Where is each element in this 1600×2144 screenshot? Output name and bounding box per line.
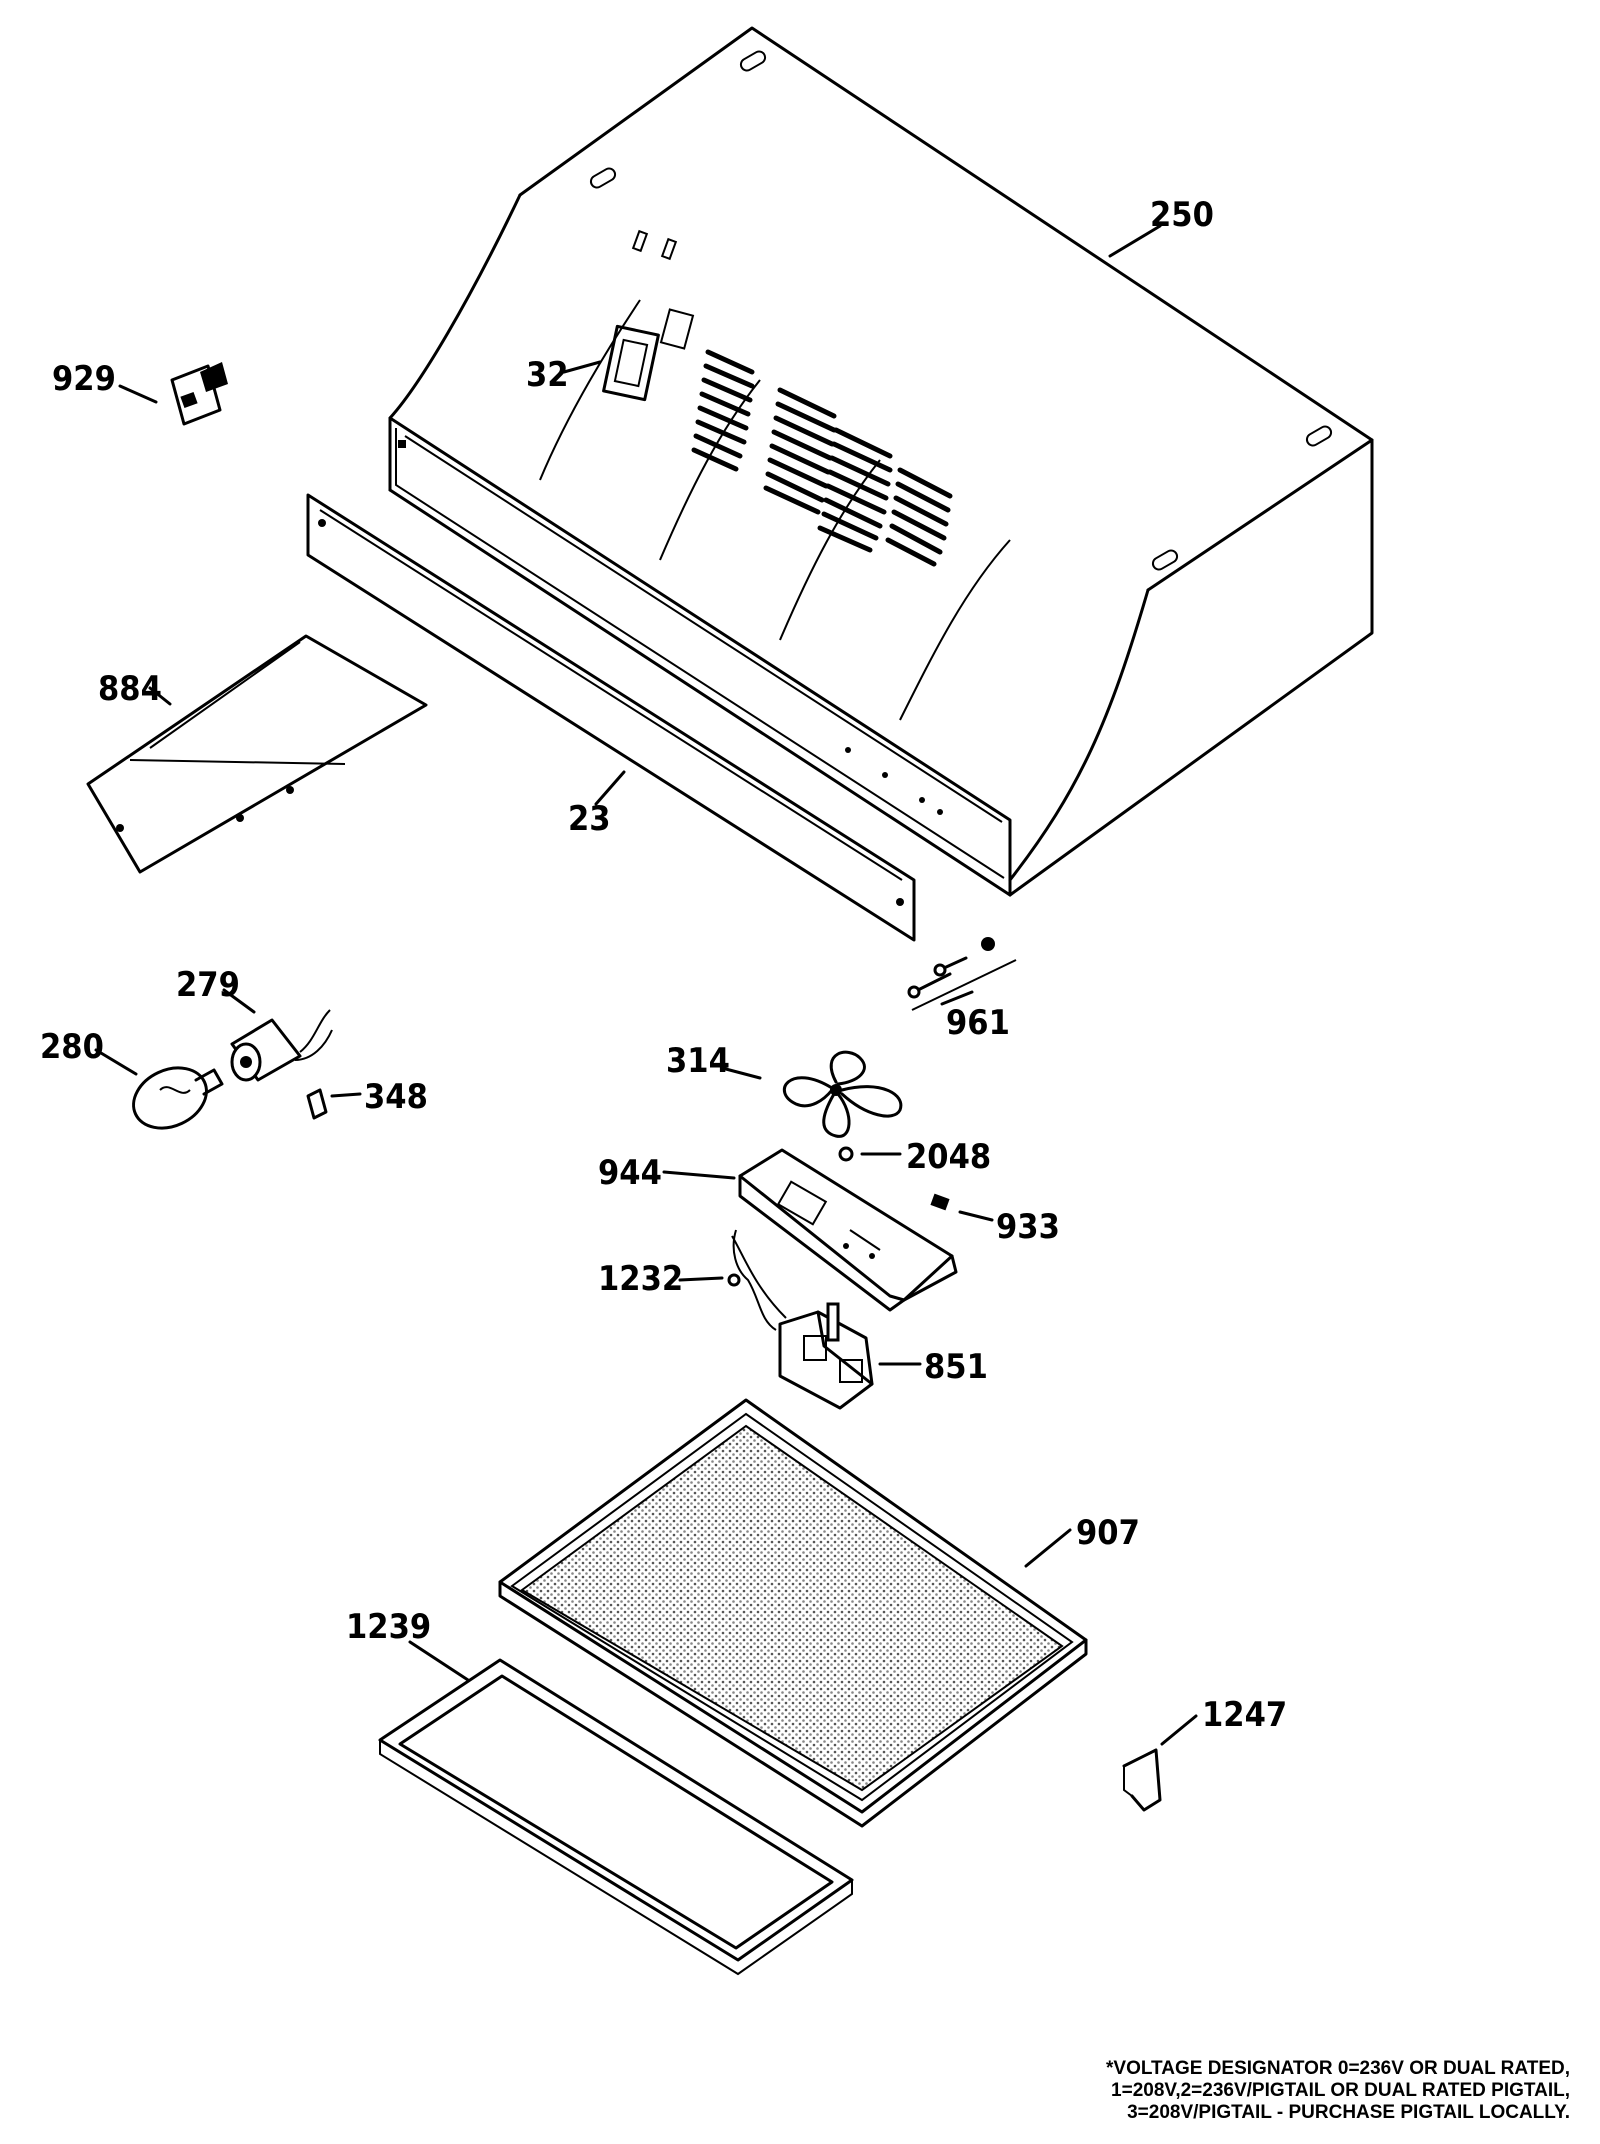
label-250: 250 (1150, 195, 1214, 235)
range-hood-housing (388, 26, 1374, 897)
grease-filter (498, 1398, 1088, 1828)
label-884: 884 (98, 669, 162, 709)
small-bracket (306, 1088, 328, 1120)
label-314: 314 (666, 1041, 730, 1081)
rocker-switch (170, 362, 228, 426)
part-labels: 250 929 32 884 23 279 280 348 961 314 20… (40, 195, 1287, 1735)
filter-clip-bracket (1122, 1748, 1162, 1812)
label-23: 23 (568, 799, 611, 839)
label-2048: 2048 (906, 1137, 991, 1177)
nut (838, 1146, 854, 1162)
label-929: 929 (52, 359, 116, 399)
label-1232: 1232 (598, 1259, 683, 1299)
label-933: 933 (996, 1207, 1060, 1247)
voltage-designator-footnote: *VOLTAGE DESIGNATOR 0=236V OR DUAL RATED… (1106, 2058, 1570, 2123)
charcoal-filter-frame (378, 1658, 854, 1976)
label-1247: 1247 (1202, 1695, 1287, 1735)
wire-harness (727, 1229, 787, 1331)
clip (930, 1193, 950, 1211)
label-1239: 1239 (346, 1607, 431, 1647)
lamp-socket (230, 1009, 333, 1082)
screw-set (907, 937, 1017, 1011)
label-279: 279 (176, 965, 240, 1005)
label-907: 907 (1076, 1513, 1140, 1553)
label-944: 944 (598, 1153, 662, 1193)
vent-louvers (691, 349, 953, 567)
label-32: 32 (526, 355, 569, 395)
label-280: 280 (40, 1027, 104, 1067)
fan-blade (783, 1050, 903, 1138)
light-panel (86, 634, 428, 874)
label-851: 851 (924, 1347, 988, 1387)
fan-motor (778, 1302, 874, 1410)
front-trim-rail (306, 493, 916, 942)
leader-lines (94, 224, 1198, 1746)
light-bulb (132, 1066, 224, 1130)
label-348: 348 (364, 1077, 428, 1117)
label-961: 961 (946, 1003, 1010, 1043)
motor-mounting-bracket (738, 1148, 958, 1312)
